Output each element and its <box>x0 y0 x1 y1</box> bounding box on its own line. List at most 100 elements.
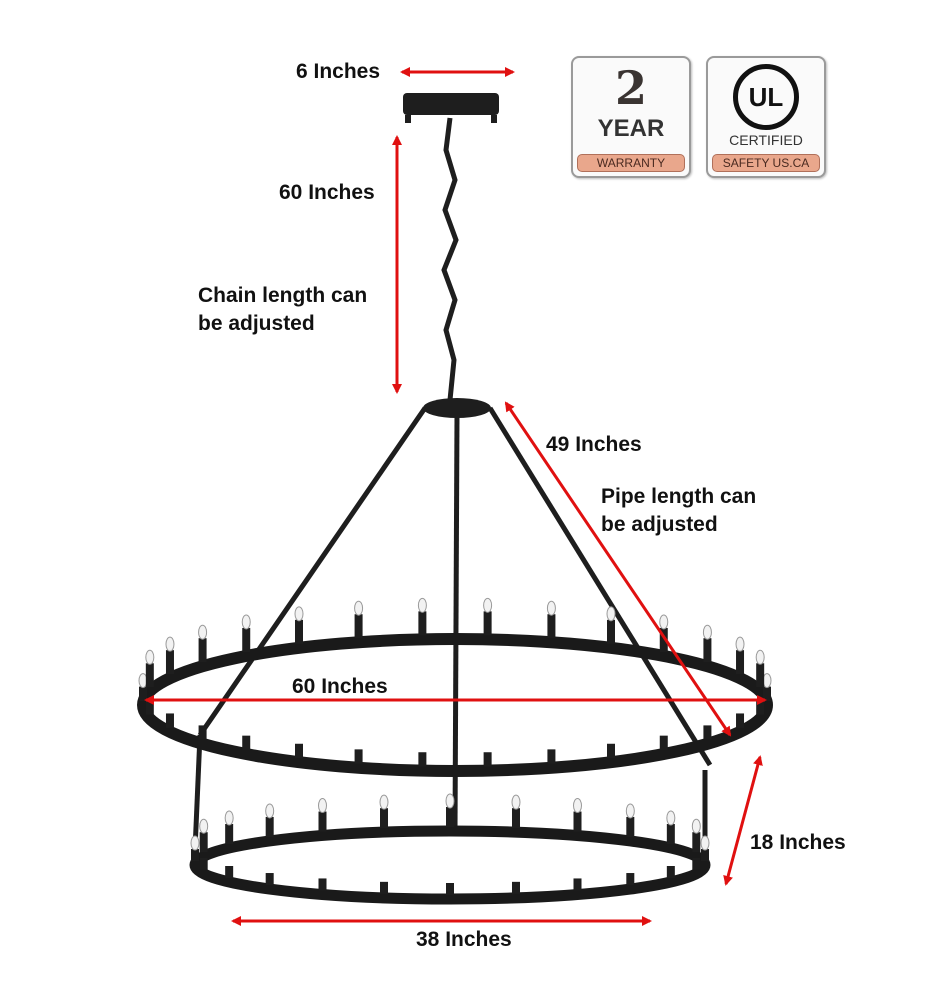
candle-bulb <box>735 636 745 652</box>
candle-socket <box>165 713 174 728</box>
candle-socket <box>703 725 712 740</box>
candle-bulb <box>702 624 712 640</box>
ul-strip: SAFETY US.CA <box>712 154 820 172</box>
dimension-arrows <box>144 67 767 926</box>
candle-bulb <box>666 810 676 826</box>
candle-socket <box>483 611 492 636</box>
candle-socket <box>736 713 745 728</box>
candle-bulb <box>755 649 765 665</box>
candle-socket <box>191 849 199 861</box>
hub <box>423 398 491 418</box>
candle-socket <box>446 807 454 827</box>
canopy <box>403 93 499 123</box>
candle-socket <box>547 749 556 764</box>
chain-note-line2: be adjusted <box>198 312 315 335</box>
candle-socket <box>666 824 675 844</box>
tier-height-arrow <box>723 755 763 886</box>
candle-socket <box>418 752 427 767</box>
chain-note-line1: Chain length can <box>198 284 368 307</box>
lower-ring <box>189 825 711 905</box>
candle-bulb <box>224 810 234 826</box>
candle-socket <box>225 824 234 844</box>
candle-socket <box>756 663 765 688</box>
tier-height-label: 18 Inches <box>750 831 846 854</box>
candle-socket <box>763 686 771 701</box>
pipe-note-line2: be adjusted <box>601 513 718 536</box>
ul-certified-text: CERTIFIED <box>729 132 803 148</box>
candle-bulb <box>354 600 364 616</box>
warranty-unit: YEAR <box>597 115 665 142</box>
candle-bulb <box>700 835 710 851</box>
candle-bulb <box>294 606 304 622</box>
ul-certified-badge: UL CERTIFIED SAFETY US.CA <box>706 56 826 178</box>
candle-bulb <box>165 636 175 652</box>
candle-bulb <box>659 614 669 630</box>
candle-socket <box>380 881 389 894</box>
candle-bulb <box>417 597 427 613</box>
candle-socket <box>139 686 147 701</box>
upper-ring <box>137 633 773 777</box>
warranty-badge: 2 YEAR WARRANTY <box>571 56 691 178</box>
canopy-width-label: 6 Inches <box>296 60 381 83</box>
chain <box>441 117 459 401</box>
candle-socket <box>265 816 274 837</box>
pipe-note-line1: Pipe length can <box>601 485 757 508</box>
candle-bulb <box>199 818 209 834</box>
candle-bulb <box>445 793 455 809</box>
candle-socket <box>756 700 765 715</box>
candle-socket <box>199 857 208 870</box>
candle-socket <box>198 638 207 663</box>
warranty-strip: WARRANTY <box>577 154 685 172</box>
candle-bulb <box>483 597 493 613</box>
candle-socket <box>703 638 712 663</box>
pipe-length-label: 49 Inches <box>546 433 642 456</box>
candles <box>138 597 772 895</box>
candle-socket <box>295 743 303 759</box>
candle-socket <box>626 873 635 886</box>
lower-diameter-label: 38 Inches <box>416 928 512 951</box>
candle-bulb <box>691 818 701 834</box>
candle-socket <box>145 700 154 715</box>
candle-socket <box>446 883 454 895</box>
candle-bulb <box>190 835 200 851</box>
candle-socket <box>418 611 427 636</box>
candle-bulb <box>265 803 275 819</box>
candle-socket <box>701 849 709 861</box>
candle-socket <box>626 816 635 837</box>
upper-diameter-label: 60 Inches <box>292 675 388 698</box>
candle-bulb <box>625 803 635 819</box>
candle-bulb <box>546 600 556 616</box>
candle-bulb <box>145 649 155 665</box>
pipe-length-arrow <box>504 401 732 737</box>
candle-bulb <box>318 798 327 814</box>
candle-socket <box>199 832 208 853</box>
candle-socket <box>547 614 556 639</box>
candle-socket <box>265 873 274 886</box>
candle-socket <box>354 614 363 639</box>
candle-socket <box>380 808 389 829</box>
candle-bulb <box>762 673 772 689</box>
candle-bulb <box>138 673 148 689</box>
candle-socket <box>242 627 251 652</box>
chain-length-label: 60 Inches <box>279 181 375 204</box>
candle-socket <box>692 832 701 853</box>
warranty-number: 2 <box>614 61 647 115</box>
candle-socket <box>145 663 154 688</box>
candle-socket <box>511 808 520 829</box>
candle-socket <box>736 650 745 675</box>
candle-socket <box>165 650 174 675</box>
candle-socket <box>573 811 582 832</box>
candle-bulb <box>573 798 582 814</box>
candle-socket <box>225 866 234 878</box>
support-rods <box>192 406 713 855</box>
candle-socket <box>511 881 520 894</box>
candle-socket <box>295 619 303 644</box>
candle-bulb <box>511 794 521 810</box>
candle-socket <box>692 857 701 870</box>
candle-socket <box>659 735 668 751</box>
candle-socket <box>483 752 492 767</box>
candle-socket <box>318 878 327 891</box>
candle-bulb <box>606 606 616 622</box>
